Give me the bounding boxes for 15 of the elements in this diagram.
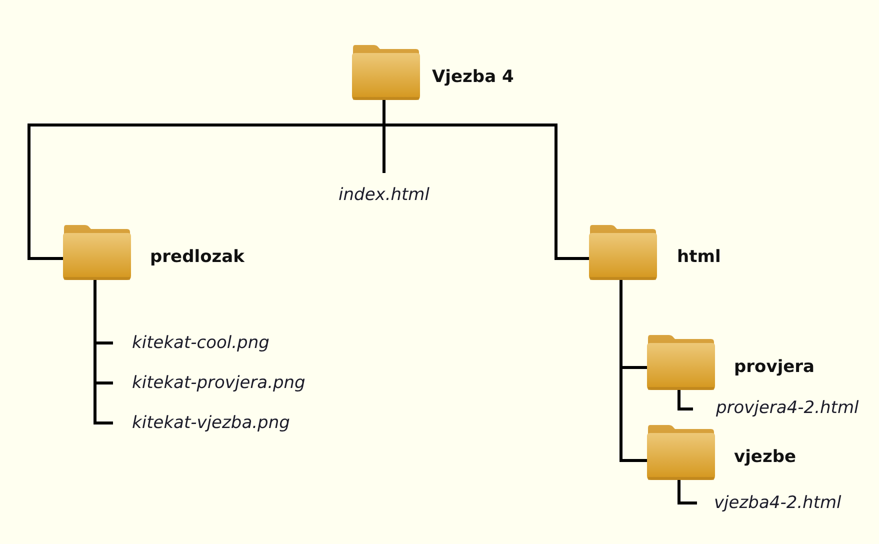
folder-name: Vjezba 4 — [432, 67, 514, 87]
file-name: index.html — [338, 185, 430, 205]
file-name: kitekat-cool.png — [132, 333, 270, 353]
file-name: vjezba4-2.html — [714, 493, 842, 513]
file-name: provjera4-2.html — [716, 398, 859, 418]
folder-name: vjezbe — [734, 446, 796, 466]
folder-name: predlozak — [150, 246, 244, 266]
file-name: kitekat-provjera.png — [132, 373, 306, 393]
tree-line — [382, 100, 589, 260]
tree-line — [678, 480, 697, 504]
tree-line — [620, 280, 647, 462]
tree-line — [678, 390, 693, 410]
folder-name: provjera — [734, 356, 815, 376]
file-name: kitekat-vjezba.png — [132, 413, 290, 433]
folder-name: html — [677, 246, 721, 266]
